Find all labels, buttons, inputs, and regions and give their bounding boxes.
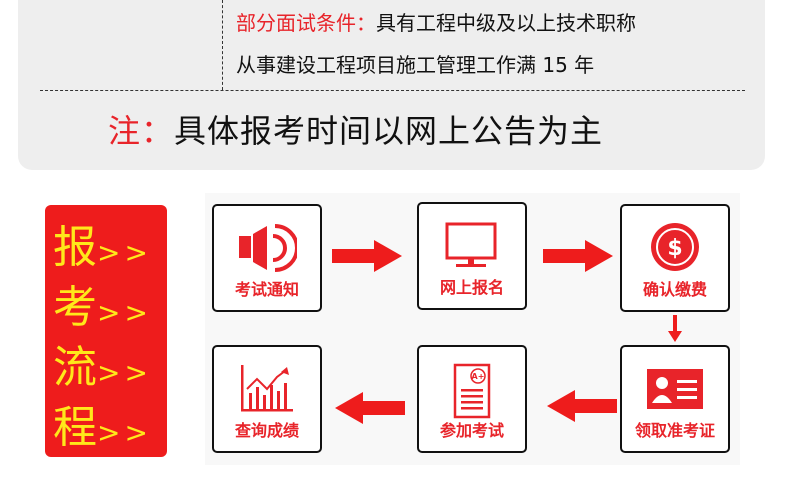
svg-text:$: $ (667, 236, 682, 261)
condition-line-2: 从事建设工程项目施工管理工作满 15 年 (236, 53, 595, 77)
condition-label: 部分面试条件： (236, 11, 376, 35)
step-check-scores: 查询成绩 (212, 345, 322, 453)
svg-text:A+: A+ (472, 372, 485, 381)
title-char: 流 (53, 342, 97, 393)
monitor-icon (445, 222, 497, 267)
step-label: 考试通知 (234, 280, 299, 299)
note: 注：具体报考时间以网上公告为主 (108, 106, 603, 152)
arrow-left-icon (335, 392, 405, 424)
arrow-down-icon (668, 315, 682, 342)
speaker-icon (239, 224, 297, 272)
arrow-right-icon (543, 240, 613, 272)
dollar-coin-icon: $ (651, 223, 699, 271)
conditions-panel (18, 0, 765, 170)
title-char: 程 (53, 402, 97, 453)
chart-growth-icon (241, 365, 293, 412)
arrow-right-icon (332, 240, 402, 272)
note-prefix: 注： (108, 112, 175, 150)
horizontal-divider (40, 90, 745, 91)
step-label: 参加考试 (439, 421, 504, 440)
chevrons: >> (97, 416, 152, 449)
condition-text: 具有工程中级及以上技术职称 (376, 11, 636, 35)
step-label: 查询成绩 (234, 421, 299, 440)
chevrons: >> (97, 296, 152, 329)
step-label: 领取准考证 (634, 421, 715, 440)
arrow-left-icon (547, 390, 617, 422)
step-take-exam: A+ 参加考试 (417, 345, 527, 453)
process-title: 报>> 考>> 流>> 程>> (45, 205, 167, 457)
exam-paper-icon: A+ (453, 363, 491, 419)
vertical-divider (222, 0, 223, 90)
step-label: 网上报名 (439, 278, 504, 297)
step-confirm-payment: $ 确认缴费 (620, 204, 730, 312)
title-char: 报 (53, 222, 97, 273)
step-exam-notice: 考试通知 (212, 204, 322, 312)
title-char: 考 (53, 282, 97, 333)
chevrons: >> (97, 236, 152, 269)
note-text: 具体报考时间以网上公告为主 (174, 112, 604, 150)
step-online-registration: 网上报名 (417, 202, 527, 310)
step-admission-ticket: 领取准考证 (620, 345, 730, 453)
condition-line-1: 部分面试条件：具有工程中级及以上技术职称 (236, 7, 636, 36)
chevrons: >> (97, 356, 152, 389)
id-card-icon (647, 369, 703, 409)
step-label: 确认缴费 (642, 280, 707, 299)
